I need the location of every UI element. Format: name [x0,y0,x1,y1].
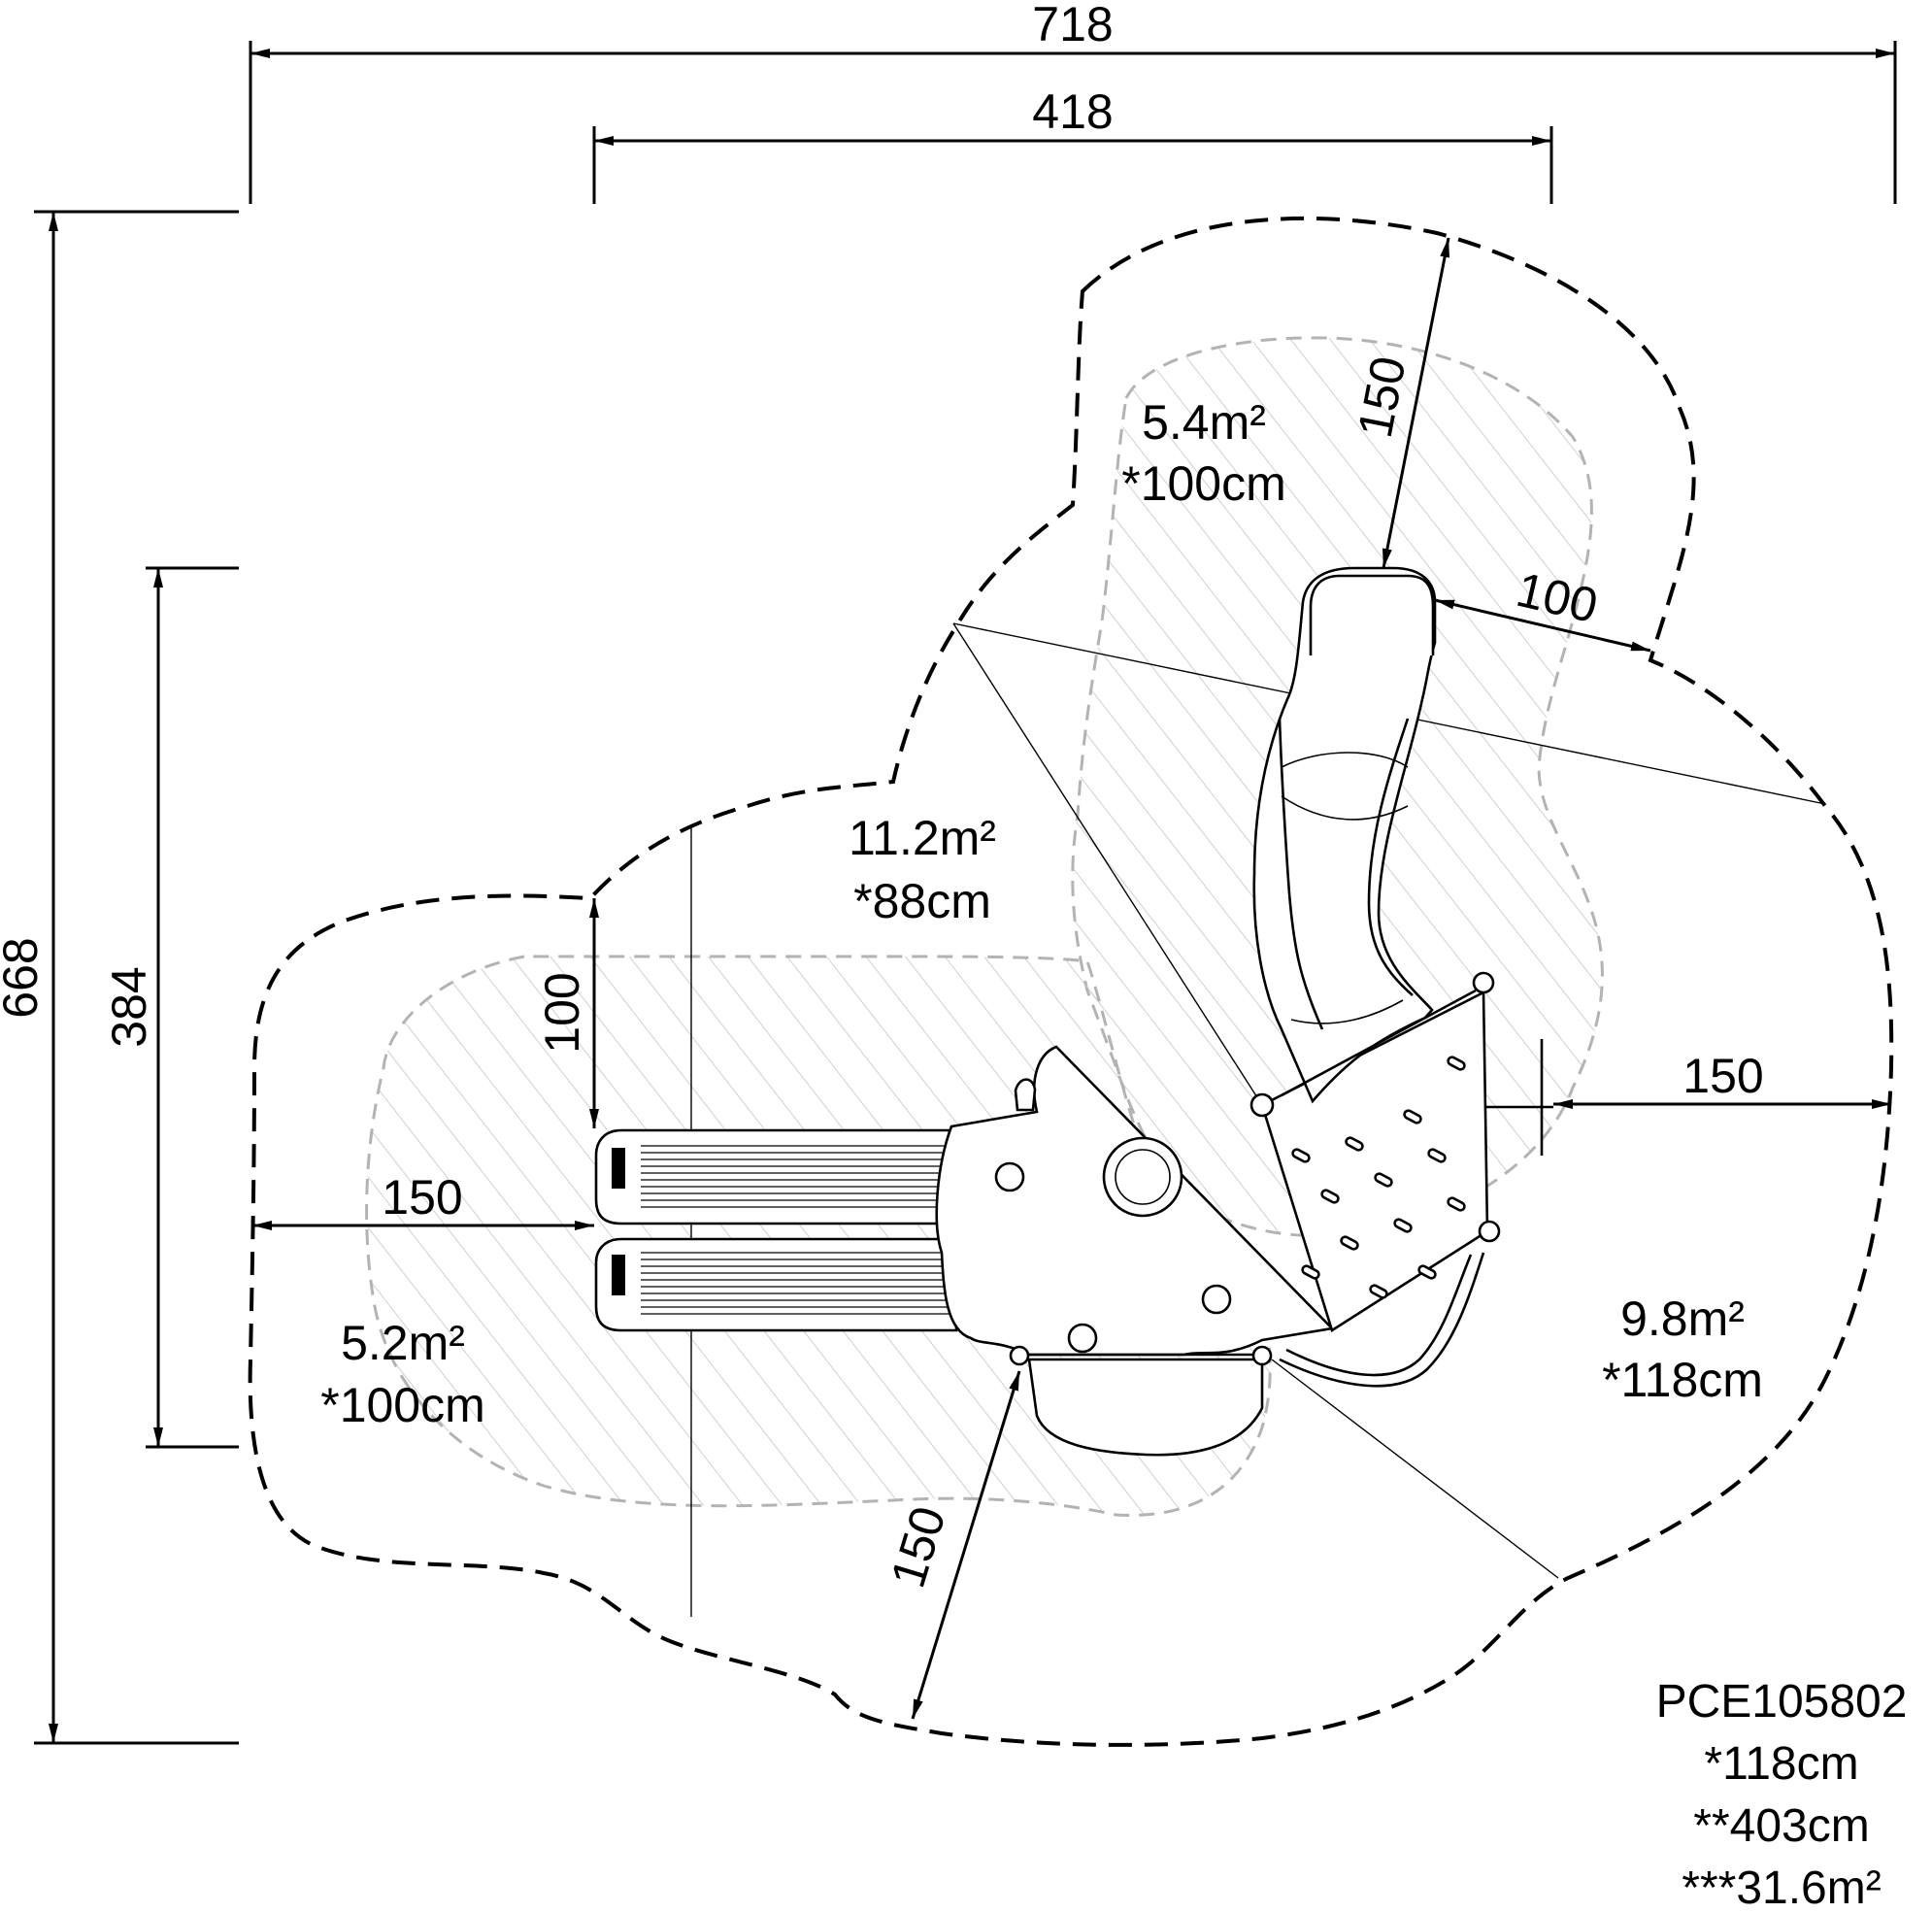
climbing-hold [1291,1148,1311,1163]
double-slide [594,1128,958,1332]
free-fall-height: *118cm [1704,1738,1858,1790]
zone-label-top: 5.4m² *100cm [1121,395,1286,511]
fixing-bolt [1201,1284,1232,1315]
climbing-hold [1403,1109,1422,1124]
platform-width-label: 418 [1032,84,1113,139]
product-info: PCE105802 *118cm **403cm ***31.6m² [1656,1676,1908,1913]
svg-text:*118cm: *118cm [1602,1353,1763,1407]
climbing-hold [1427,1148,1447,1163]
post-cap [1009,1345,1030,1366]
post-cap [1472,971,1495,994]
slide-section-depth-label: 384 [102,966,156,1047]
dimension-overall-depth: 668 [0,210,239,1745]
dimension-slide-side-clearance: 100 [535,898,599,1128]
zone-label-center: 11.2m² *88cm [849,811,996,928]
climbing-hold [1340,1235,1359,1251]
fixing-bolt [1067,1323,1098,1354]
safety-area-boundary [248,216,1894,1747]
lower-clearance-label: 150 [881,1500,956,1594]
svg-text:*100cm: *100cm [320,1378,485,1432]
zone-label-right: 9.8m² *118cm [1602,1292,1763,1407]
climbing-hold [1301,1264,1320,1280]
dimension-slide-section: 384 [102,566,239,1449]
climbing-hold [1447,1056,1466,1071]
slide-lane-upper [594,1128,958,1225]
climbing-hold [1447,1196,1466,1212]
slide-top-bar [1281,989,1477,1097]
zone-label-left: 5.2m² *100cm [320,1316,485,1432]
climbing-hold [1374,1172,1393,1188]
dimension-left-clearance: 150 [252,1170,594,1230]
overall-depth-label: 668 [0,937,48,1018]
slide-entry-frame [1309,574,1435,655]
dimension-overall-width: 718 [249,0,1897,204]
svg-text:*100cm: *100cm [1121,456,1286,511]
product-code: PCE105802 [1656,1676,1908,1728]
tube-slide [1249,566,1477,1118]
slide-side-clearance-label: 100 [535,972,589,1053]
platform-hood [1027,1358,1264,1457]
svg-text:11.2m²: 11.2m² [849,811,996,865]
svg-text:9.8m²: 9.8m² [1620,1292,1745,1346]
overall-width-label: 718 [1032,0,1113,51]
total-height: **403cm [1693,1800,1869,1852]
left-clearance-label: 150 [382,1170,462,1225]
curved-handrail [1279,1252,1485,1388]
right-clearance-label: 150 [1682,1049,1763,1103]
dimension-right-clearance: 150 [1553,1049,1891,1109]
svg-text:5.2m²: 5.2m² [341,1316,465,1370]
slide-exit-marker [612,1148,625,1189]
fixing-bolt [994,1161,1025,1192]
total-area: ***31.6m² [1682,1863,1881,1913]
climbing-hold [1393,1218,1413,1233]
climbing-hold [1369,1284,1388,1299]
climbing-hold [1320,1189,1340,1204]
post-cap [1249,1092,1275,1118]
climbing-hold [1345,1136,1364,1152]
climbing-hold [1417,1264,1437,1280]
handle-knob [1014,1078,1037,1112]
play-equipment [594,566,1553,1457]
svg-text:5.4m²: 5.4m² [1142,395,1266,450]
post-cap [1478,1220,1501,1243]
slide-exit-marker [612,1255,625,1295]
post-cap [1251,1345,1273,1366]
dimension-platform-width: 418 [592,84,1553,204]
svg-text:*88cm: *88cm [853,874,991,928]
